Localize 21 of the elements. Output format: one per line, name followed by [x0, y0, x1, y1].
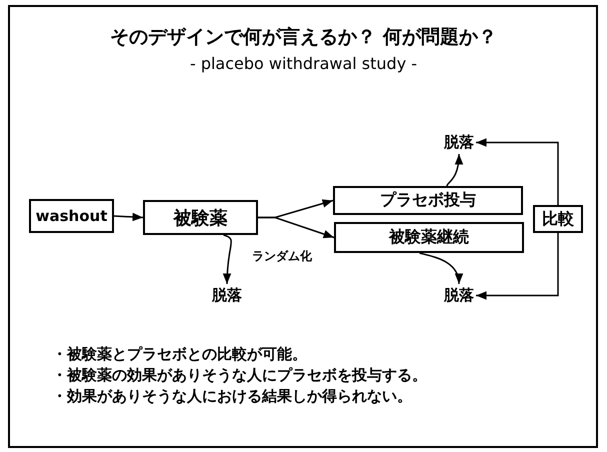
process-box: 被験薬継続 — [334, 222, 524, 253]
process-box: プラセボ投与 — [333, 186, 523, 215]
process-box: washout — [29, 199, 114, 233]
bullet-text: ・被験薬とプラセボとの比較が可能。 — [52, 345, 307, 364]
process-box: 比較 — [533, 205, 583, 233]
arrow — [223, 234, 232, 284]
arrow — [446, 154, 463, 186]
arrow — [476, 233, 559, 300]
dropout-label: 脱落 — [212, 286, 242, 305]
bullet-text: ・効果がありそうな人における結果しか得られない。 — [52, 387, 412, 406]
annotation-text: ランダム化 — [252, 248, 312, 265]
bullet-text: ・被験薬の効果がありそうな人にプラセボを投与する。 — [52, 366, 427, 385]
arrow — [476, 138, 559, 205]
arrow — [419, 252, 462, 284]
title: そのデザインで何が言えるか？ 何が問題か？ — [109, 25, 498, 50]
subtitle: - placebo withdrawal study - — [188, 54, 418, 73]
dropout-label: 脱落 — [444, 286, 474, 305]
arrow — [114, 212, 144, 222]
dropout-label: 脱落 — [444, 133, 474, 152]
process-box: 被験薬 — [143, 200, 258, 235]
arrow — [258, 216, 334, 238]
